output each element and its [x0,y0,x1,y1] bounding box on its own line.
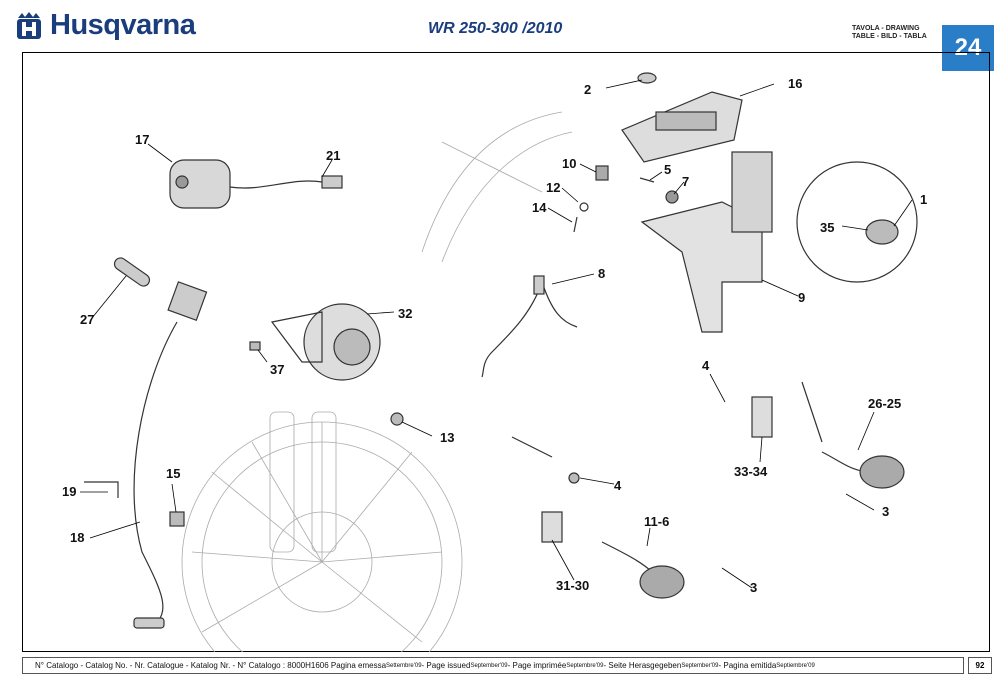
footer-text-4: - Seite Herasgegeben [603,661,682,670]
callout-13: 13 [440,430,455,445]
callout-4-right: 4 [702,358,710,373]
leader-lines [80,79,913,589]
callout-16: 16 [788,76,803,91]
callout-26-25: 26-25 [868,396,902,411]
speedometer-part [621,72,743,163]
model-title: WR 250-300 /2010 [428,20,563,37]
callout-3-left: 3 [750,580,758,595]
callout-32: 32 [398,306,413,321]
callout-5: 5 [664,162,672,177]
callout-1: 1 [920,192,928,207]
footer-date-3: Septembre'09 [566,662,604,669]
callout-35: 35 [820,220,835,235]
callout-3-right: 3 [882,504,890,519]
callout-18: 18 [70,530,85,545]
catalog-footer: N° Catalogo - Catalog No. - Nr. Catalogu… [22,657,964,674]
table-number-badge: 24 [942,25,994,71]
footer-date-4: September'09 [681,662,719,669]
callout-21: 21 [326,148,341,163]
footer-text-2: - Page issued [421,661,471,670]
crown-h-icon [17,12,41,39]
callout-31-30: 31-30 [556,578,590,593]
callout-33-34: 33-34 [734,464,768,479]
callout-8: 8 [598,266,606,281]
footer-text-5: - Pagina emitida [718,661,777,670]
callout-4-left: 4 [614,478,622,493]
footer-text-3: - Page imprimée [507,661,567,670]
callout-10: 10 [562,156,577,171]
exploded-parts-drawing [80,72,918,652]
page-number: 92 [968,657,992,674]
drawing-label-line2: TABLE - BILD - TABLA [852,33,927,40]
callout-19: 19 [62,484,77,499]
light-switch-part [169,159,343,209]
footer-date-2: September'09 [470,662,508,669]
footer-text-1: N° Catalogo - Catalog No. - Nr. Catalogu… [35,661,387,670]
clip-part [390,412,404,426]
drawing-label-line1: TAVOLA - DRAWING [852,25,920,32]
hardware-bolts [573,165,679,233]
brake-switch-cable-part [84,257,208,629]
callout-11-6: 11-6 [644,514,670,529]
footer-date-5: Septiembre'09 [776,662,815,669]
callout-37: 37 [270,362,285,377]
callout-15: 15 [166,466,181,481]
callout-7: 7 [682,174,690,189]
husqvarna-logo: Husqvarna [14,8,196,42]
callout-2: 2 [584,82,592,97]
horn-part [249,303,381,381]
callout-9: 9 [798,290,806,305]
drawing-label: TAVOLA - DRAWING TABLE - BILD - TABLA [852,25,927,41]
page-header: Husqvarna WR 250-300 /2010 TAVOLA - DRAW… [0,0,1000,71]
callout-14: 14 [532,200,547,215]
callout-17: 17 [135,132,150,147]
front-fender-background [421,111,573,263]
drawing-frame [22,52,990,652]
rear-indicator-left [511,436,685,599]
callout-27: 27 [80,312,95,327]
rear-indicator-right [751,381,905,489]
front-wheel-background [181,411,463,652]
callout-12: 12 [546,180,561,195]
headlight-bracket-part [640,151,918,333]
wiring-harness-part [481,275,578,378]
footer-date-1: Settembre'09 [386,662,422,669]
brand-name: Husqvarna [50,8,196,41]
